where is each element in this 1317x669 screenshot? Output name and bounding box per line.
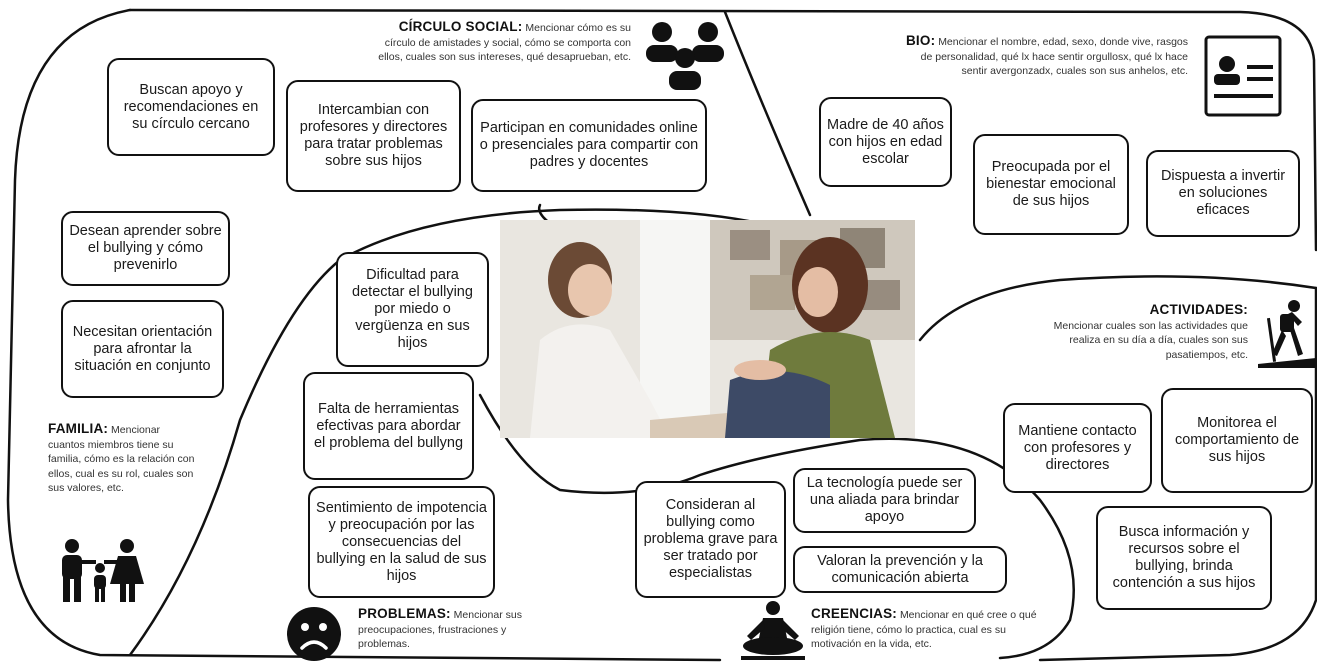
note-social-3: Participan en comunidades online o prese… <box>471 99 707 192</box>
section-actividades-title: ACTIVIDADES: <box>1149 302 1248 317</box>
hiker-icon <box>1258 300 1316 368</box>
section-familia-text: FAMILIA: Mencionar cuantos miembros tien… <box>48 421 196 496</box>
section-bio-title: BIO: <box>905 33 936 48</box>
note-actividades-3: Busca información y recursos sobre el bu… <box>1096 506 1272 610</box>
section-creencias-desc: Mencionar en qué cree o qué religión tie… <box>811 609 1037 650</box>
note-social-1: Buscan apoyo y recomendaciones en su cír… <box>107 58 275 156</box>
note-bio-3: Dispuesta a invertir en soluciones efica… <box>1146 150 1300 237</box>
section-actividades-desc: Mencionar cuales son las actividades que… <box>1053 319 1248 361</box>
note-problemas-2: Falta de herramientas efectivas para abo… <box>303 372 474 480</box>
social-bio-divider <box>723 10 812 217</box>
outer-outline <box>128 8 1317 252</box>
section-actividades-text: ACTIVIDADES: Mencionar cuales son las ac… <box>1025 302 1248 362</box>
id-card-icon <box>1204 35 1282 117</box>
section-social-title: CÍRCULO SOCIAL: <box>398 19 523 34</box>
mother-daughter-photo <box>500 220 915 438</box>
note-creencias-2: La tecnología puede ser una aliada para … <box>793 468 976 533</box>
note-social-2: Intercambian con profesores y directores… <box>286 80 461 192</box>
left-region-outline <box>6 8 722 662</box>
bio-activities-divider <box>918 275 1317 342</box>
section-bio-desc: Mencionar el nombre, edad, sexo, donde v… <box>920 36 1188 77</box>
note-creencias-3: Valoran la prevención y la comunicación … <box>793 546 1007 593</box>
section-familia-desc: Mencionar cuantos miembros tiene su fami… <box>48 424 195 494</box>
note-actividades-2: Monitorea el comportamiento de sus hijos <box>1161 388 1313 493</box>
note-problemas-3: Sentimiento de impotencia y preocupación… <box>308 486 495 598</box>
note-bio-2: Preocupada por el bienestar emocional de… <box>973 134 1129 235</box>
section-problemas-text: PROBLEMAS: Mencionar sus preocupaciones,… <box>358 606 528 652</box>
problemas-creencias-divider <box>478 393 1075 660</box>
meditation-icon <box>741 601 805 660</box>
sad-face-icon <box>287 607 341 661</box>
section-problemas-desc: Mencionar sus preocupaciones, frustracio… <box>358 609 522 650</box>
note-problemas-1: Dificultad para detectar el bullying por… <box>336 252 489 367</box>
note-familia-2: Necesitan orientación para afrontar la s… <box>61 300 224 398</box>
section-social-desc: Mencionar cómo es su círculo de amistade… <box>378 22 631 63</box>
section-creencias-text: CREENCIAS: Mencionar en qué cree o qué r… <box>811 606 1046 652</box>
note-bio-1: Madre de 40 años con hijos en edad escol… <box>819 97 952 187</box>
activities-region-outline <box>1038 286 1317 662</box>
section-social-text: CÍRCULO SOCIAL: Mencionar cómo es su cír… <box>365 19 631 65</box>
note-actividades-1: Mantiene contacto con profesores y direc… <box>1003 403 1152 493</box>
note-creencias-1: Consideran al bullying como problema gra… <box>635 481 786 598</box>
group-icon <box>646 22 724 90</box>
section-familia-title: FAMILIA: <box>48 421 109 436</box>
note-familia-1: Desean aprender sobre el bullying y cómo… <box>61 211 230 286</box>
section-creencias-title: CREENCIAS: <box>811 606 898 621</box>
section-problemas-title: PROBLEMAS: <box>358 606 451 621</box>
family-icon <box>62 539 144 602</box>
section-bio-text: BIO: Mencionar el nombre, edad, sexo, do… <box>893 33 1188 79</box>
